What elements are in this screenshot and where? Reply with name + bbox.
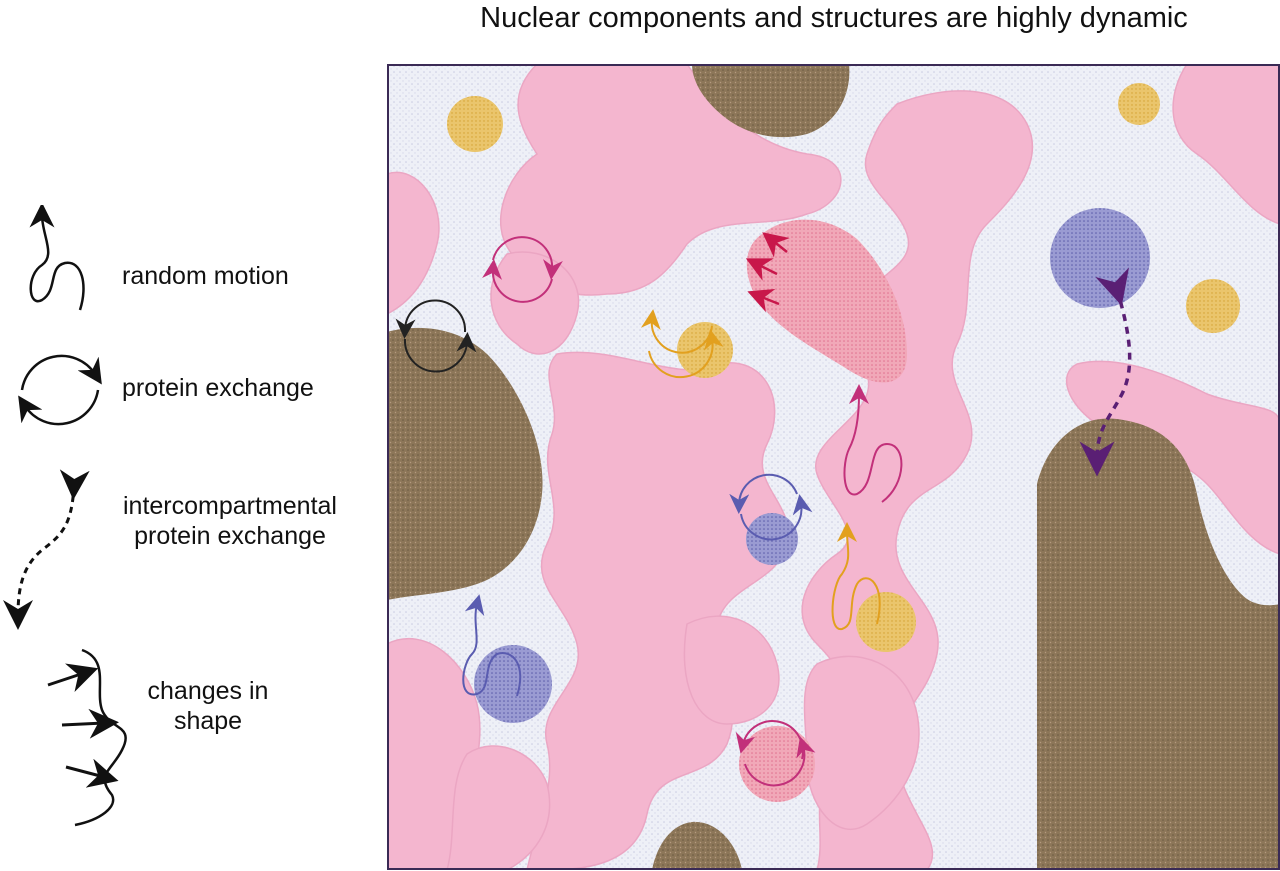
intercompartmental-arrow	[1079, 267, 1132, 477]
heterochromatin	[387, 64, 1280, 870]
shape-change-arrow	[747, 289, 780, 313]
scene-frame	[387, 64, 1280, 870]
blue-exchange-arrow	[729, 473, 798, 514]
black-exchange-arrow	[395, 299, 467, 339]
legend-intercompartmental-line1: intercompartmental	[123, 492, 337, 520]
yellow-speckle	[1186, 279, 1240, 333]
changes-in-shape-icon	[47, 648, 127, 827]
red-nucleolus	[746, 219, 907, 383]
chromatin-territories	[387, 64, 1280, 870]
blue-random-motion-arrow	[462, 594, 522, 697]
magenta-exchange-arrow	[492, 236, 563, 280]
legend-random-motion: random motion	[122, 262, 289, 290]
magenta-exchange-arrow	[482, 259, 553, 303]
yellow-speckle	[447, 96, 503, 152]
legend-changes-in-shape: changes in shape	[128, 676, 288, 736]
yellow-speckle	[677, 322, 733, 378]
legend-protein-exchange: protein exchange	[122, 374, 314, 402]
blue-exchange-arrow	[740, 494, 813, 541]
protein-exchange-icon	[18, 354, 102, 426]
blue-body	[1050, 208, 1150, 308]
orange-exchange-arrow	[648, 329, 724, 379]
yellow-speckle	[1118, 83, 1160, 125]
black-exchange-arrow	[403, 332, 477, 373]
magenta-exchange-arrow	[744, 736, 816, 787]
orange-random-motion-arrow	[831, 522, 881, 630]
blue-body	[474, 645, 552, 723]
figure-title: Nuclear components and structures are hi…	[480, 2, 1188, 34]
nucleus-scene	[387, 64, 1280, 870]
random-motion-icon	[29, 205, 85, 311]
shape-change-arrow	[745, 258, 778, 281]
red-body	[739, 726, 815, 802]
yellow-speckle	[856, 592, 916, 652]
legend-intercompartmental: intercompartmental protein exchange	[100, 491, 360, 551]
legend-intercompartmental-line2: protein exchange	[134, 522, 326, 550]
legend-changes-line2: shape	[173, 707, 243, 735]
legend-changes-line1: changes in	[147, 677, 269, 705]
magenta-random-motion-arrow	[843, 384, 903, 503]
intercompartmental-exchange-icon	[3, 469, 90, 630]
shape-change-arrow	[762, 232, 790, 258]
